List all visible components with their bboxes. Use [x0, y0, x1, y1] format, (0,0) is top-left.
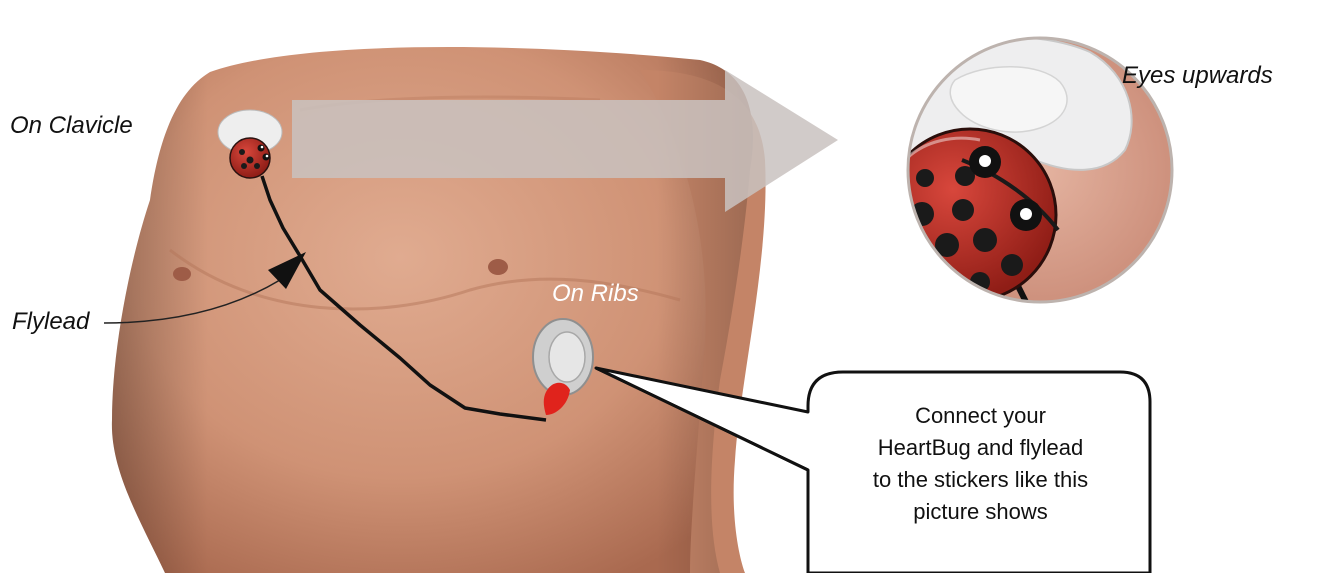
callout-text: Connect your HeartBug and flylead to the… [808, 400, 1153, 528]
callout-line: to the stickers like this [808, 464, 1153, 496]
label-eyes-upwards: Eyes upwards [1122, 62, 1273, 90]
callout-line: Connect your [808, 400, 1153, 432]
callout-line: HeartBug and flylead [808, 432, 1153, 464]
left-nipple [173, 267, 191, 281]
clavicle-ladybug-icon [230, 138, 270, 178]
label-on-ribs: On Ribs [552, 280, 639, 308]
callout-line: picture shows [808, 496, 1153, 528]
label-flylead: Flylead [12, 308, 89, 336]
label-on-clavicle: On Clavicle [10, 112, 133, 140]
right-nipple [488, 259, 508, 275]
